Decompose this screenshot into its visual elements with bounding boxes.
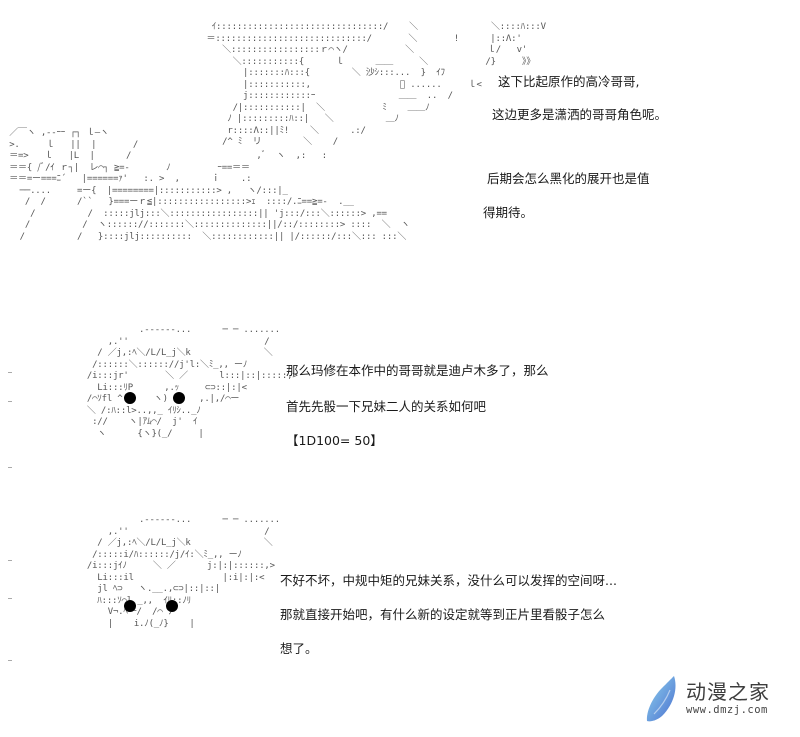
ascii-art-panel-3: .------... ─ ─ ....... ,.'' / / ／j,:ﾍ＼/L… [86, 515, 280, 629]
panel-1-caption-line-3: 后期会怎么黑化的展开也是值 [487, 171, 650, 186]
panel-3-caption-line-2: 那就直接开始吧，有什么新的设定就等到正片里看骰子怎么 [280, 607, 606, 622]
margin-mark [8, 660, 12, 661]
margin-mark [8, 401, 12, 402]
panel-1-caption-line-4: 得期待。 [483, 205, 534, 220]
panel-2-caption-line-2: 首先先骰一下兄妹二人的关系如何吧 [286, 399, 487, 414]
panel-1-caption-line-2: 这边更多是潇洒的哥哥角色呢。 [492, 107, 668, 122]
watermark-title: 动漫之家 [686, 680, 770, 704]
left-eye-icon [124, 600, 136, 612]
panel-2-caption-line-1: 那么玛修在本作中的哥哥就是迪卢木多了，那么 [286, 363, 549, 378]
right-eye-icon [173, 392, 185, 404]
wing-logo-icon [646, 676, 676, 722]
panel-3-caption-line-3: 想了。 [280, 641, 318, 656]
dice-roll-result: 【1D100= 50】 [286, 433, 383, 448]
margin-mark [8, 560, 12, 561]
dmzj-watermark: 动漫之家 www.dmzj.com [636, 668, 796, 728]
margin-mark [8, 467, 12, 468]
panel-3-caption-line-1: 不好不坏，中规中矩的兄妹关系，没什么可以发挥的空间呀... [280, 573, 617, 588]
ascii-art-panel-1-lower: ／￣ヽ ,--ｰｰ ┌┐ ｌ―ヽ >. ｌ || | / ＝=> ｌ |L | … [9, 128, 410, 242]
margin-mark [8, 372, 12, 373]
right-eye-icon [166, 600, 178, 612]
left-eye-icon [124, 392, 136, 404]
ascii-art-panel-1: ｲ::::::::::::::::::::::::::::::::/ ＼ ＼::… [206, 22, 547, 147]
panel-1-caption-line-1: 这下比起原作的高冷哥哥, [498, 74, 640, 89]
margin-mark [8, 598, 12, 599]
watermark-url: www.dmzj.com [686, 704, 768, 716]
ascii-art-panel-2: .------... ─ ─ ....... ,.'' / / ／j,:ﾍ＼/L… [86, 325, 298, 439]
